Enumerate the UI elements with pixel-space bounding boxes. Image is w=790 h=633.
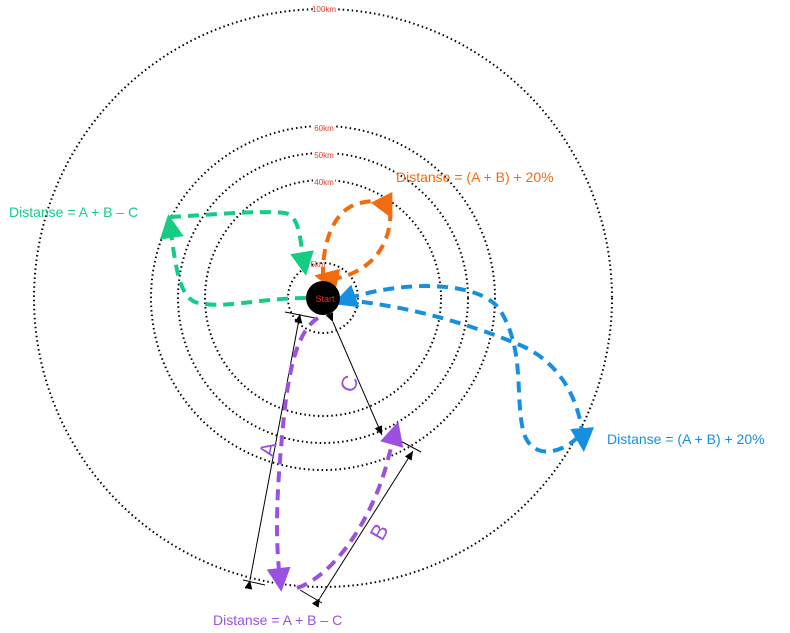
route-orange-outbound — [320, 191, 393, 279]
start-label: Start — [315, 294, 335, 304]
caption-blue: Distanse = (A + B) + 20% — [607, 431, 765, 447]
route-green-return — [169, 210, 314, 276]
caption-orange: Distanse = (A + B) + 20% — [396, 169, 554, 185]
ring-100km — [33, 8, 613, 588]
ring-label-60km: 60km — [314, 124, 334, 133]
route-purple-outbound — [266, 316, 320, 592]
ring-40km — [204, 179, 442, 417]
ring-labels: 100km 60km 50km 40km 5km — [310, 4, 336, 269]
segment-label-a: A — [254, 439, 281, 458]
route-orange-return — [314, 209, 393, 293]
ring-label-5km: 5km — [310, 260, 325, 269]
route-purple-return — [296, 421, 404, 590]
ring-50km — [177, 152, 469, 444]
measure-line-b — [311, 450, 414, 608]
ring-label-100km: 100km — [312, 5, 336, 14]
route-blue-return — [332, 284, 580, 454]
caption-purple: Distanse = A + B – C — [213, 612, 342, 628]
measure-line-a — [244, 313, 303, 590]
segment-label-c: C — [335, 371, 364, 395]
segment-label-b: B — [365, 519, 394, 544]
measurement-lines — [242, 311, 422, 608]
ring-label-40km: 40km — [314, 178, 334, 187]
ring-label-50km: 50km — [314, 151, 334, 160]
start-point — [306, 281, 340, 315]
caption-green: Distanse = A + B – C — [9, 204, 138, 220]
route-green-outbound — [159, 214, 307, 307]
measure-line-c — [325, 312, 383, 436]
route-blue-outbound — [343, 298, 595, 452]
